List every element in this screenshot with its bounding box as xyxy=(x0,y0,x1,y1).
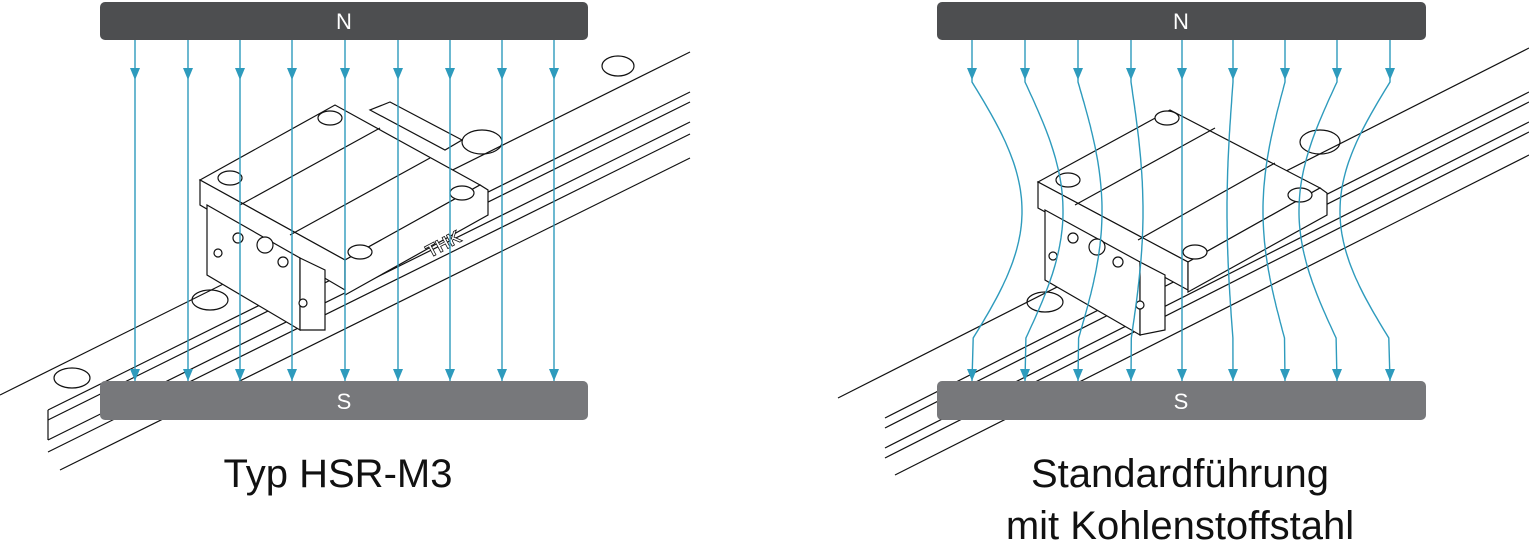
field-line xyxy=(1130,40,1144,382)
arrowhead-icon xyxy=(549,68,559,80)
arrowhead-icon xyxy=(130,369,140,381)
arrowhead-icon xyxy=(1073,369,1083,381)
arrowhead-icon xyxy=(497,369,507,381)
arrowhead-icon xyxy=(1126,68,1136,80)
south-pole-left: S xyxy=(100,381,588,420)
arrowhead-icon xyxy=(287,68,297,80)
arrowhead-icon xyxy=(445,369,455,381)
north-label: N xyxy=(1173,9,1189,34)
north-label: N xyxy=(336,9,352,34)
arrowhead-icon xyxy=(497,68,507,80)
north-pole-right: N xyxy=(937,2,1426,40)
arrowhead-icon xyxy=(130,68,140,80)
south-label: S xyxy=(1174,389,1189,414)
field-line xyxy=(1339,40,1391,382)
arrowhead-icon xyxy=(393,369,403,381)
arrowhead-icon xyxy=(340,68,350,80)
arrowhead-icon xyxy=(1228,68,1238,80)
arrowhead-icon xyxy=(393,68,403,80)
south-pole-right: S xyxy=(937,381,1426,420)
arrowhead-icon xyxy=(1280,369,1290,381)
south-label: S xyxy=(337,389,352,414)
arrowhead-icon xyxy=(1020,369,1030,381)
arrowhead-icon xyxy=(967,369,977,381)
field-line xyxy=(1024,40,1064,382)
arrowhead-icon xyxy=(1332,369,1342,381)
arrowhead-icon xyxy=(1020,68,1030,80)
arrowhead-icon xyxy=(287,369,297,381)
arrowhead-icon xyxy=(1126,369,1136,381)
arrowhead-icon xyxy=(1228,369,1238,381)
arrowhead-icon xyxy=(445,68,455,80)
arrowhead-icon xyxy=(235,369,245,381)
field-line xyxy=(971,40,1023,382)
caption-line: Typ HSR-M3 xyxy=(223,452,453,496)
arrowhead-icon xyxy=(1177,369,1187,381)
arrowhead-icon xyxy=(183,68,193,80)
field-lines xyxy=(130,40,1395,382)
arrowhead-icon xyxy=(235,68,245,80)
field-line xyxy=(1262,40,1286,382)
caption-right: Standardführung mit Kohlenstoffstahl xyxy=(930,448,1430,552)
arrowhead-icon xyxy=(1073,68,1083,80)
arrowhead-icon xyxy=(967,68,977,80)
arrowhead-icon xyxy=(549,369,559,381)
arrowhead-icon xyxy=(1385,369,1395,381)
field-line xyxy=(1298,40,1338,382)
north-pole-left: N xyxy=(100,2,588,40)
arrowhead-icon xyxy=(1385,68,1395,80)
caption-left: Typ HSR-M3 xyxy=(138,448,538,500)
field-line xyxy=(1226,40,1234,382)
linear-block: THK xyxy=(198,101,489,332)
arrowhead-icon xyxy=(183,369,193,381)
field-line xyxy=(1077,40,1103,382)
panel-standard-guide xyxy=(837,47,1529,476)
caption-line: Standardführung xyxy=(1030,452,1329,496)
arrowhead-icon xyxy=(1177,68,1187,80)
arrowhead-icon xyxy=(340,369,350,381)
caption-line: mit Kohlenstoffstahl xyxy=(1005,504,1355,548)
linear-block xyxy=(1036,109,1328,337)
arrowhead-icon xyxy=(1332,68,1342,80)
arrowhead-icon xyxy=(1280,68,1290,80)
